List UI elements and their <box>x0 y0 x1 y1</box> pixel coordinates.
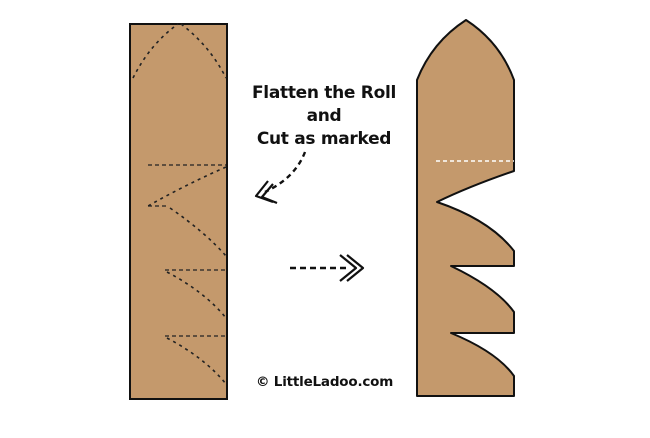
instruction-arrow <box>254 151 307 205</box>
cut-result-shape <box>416 19 515 397</box>
notch3-cut <box>166 337 227 385</box>
result-arrow <box>290 254 365 282</box>
copyright-text: © LittleLadoo.com <box>256 374 394 390</box>
top-right-cut-mark <box>180 23 227 79</box>
notch1-upper-cut <box>147 166 227 207</box>
flattened-roll <box>129 23 228 400</box>
top-left-cut-mark <box>132 23 179 79</box>
instruction-caption: Flatten the Roll and Cut as marked <box>248 82 400 151</box>
notch1-lower-cut <box>169 207 227 257</box>
notch2-cut <box>166 271 227 319</box>
instruction-line-1: Flatten the Roll <box>251 83 397 103</box>
instruction-line-2: and <box>306 106 342 126</box>
instruction-line-3: Cut as marked <box>256 129 392 149</box>
